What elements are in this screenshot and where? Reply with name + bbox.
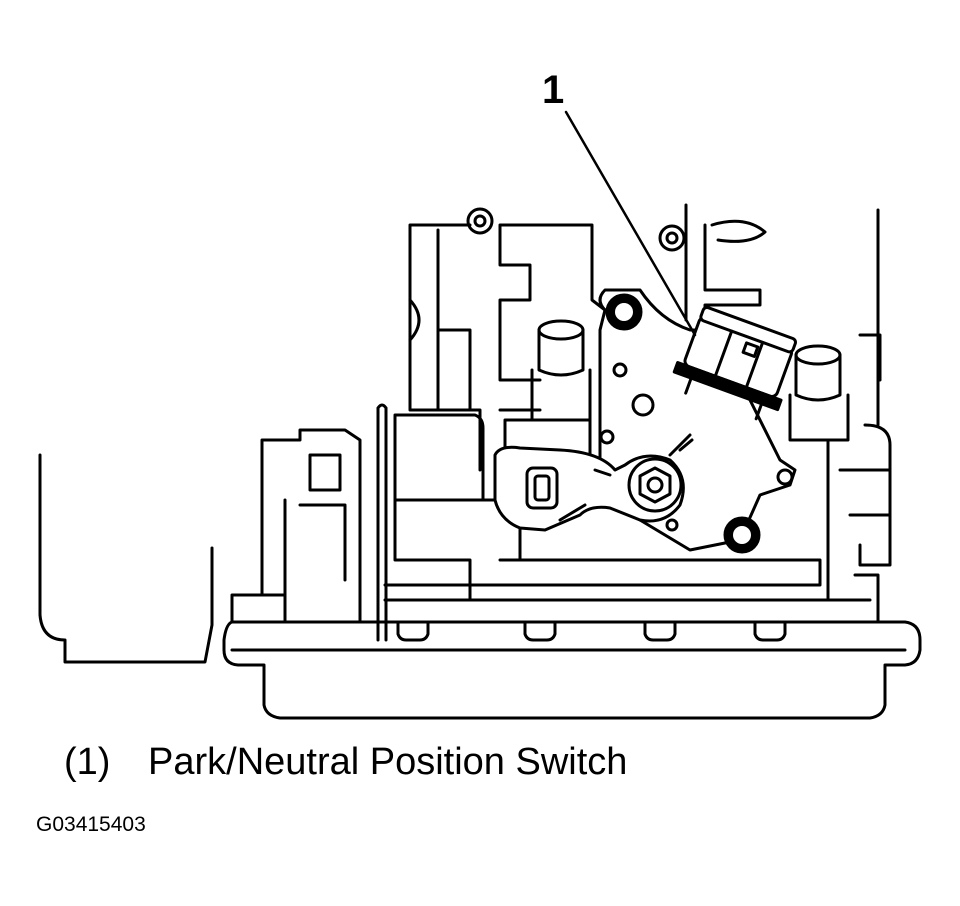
manual-shaft-nut: [627, 457, 683, 513]
bolt-hole-top-right-inner: [665, 231, 679, 245]
housing-outline-left: [38, 453, 214, 664]
solenoid-right: [788, 344, 850, 442]
separator-plate: [376, 403, 388, 642]
oil-pan: [222, 620, 922, 720]
park-neutral-position-switch: [672, 305, 797, 421]
detent-spring: [668, 433, 694, 457]
plate-hole-1: [612, 362, 628, 378]
solenoid-left: [530, 319, 592, 422]
legend-label: Park/Neutral Position Switch: [148, 741, 628, 783]
mounting-bolt-bottom: [723, 516, 761, 554]
lower-rail: [383, 558, 872, 602]
left-casting: [230, 428, 362, 624]
right-housing: [826, 208, 892, 624]
transmission-valve-body-drawing: [38, 110, 922, 720]
figure-id: G03415403: [36, 813, 146, 836]
mounting-bolt-top: [605, 293, 643, 331]
plate-hole-2: [631, 393, 655, 417]
legend-number: (1): [64, 741, 111, 783]
left-casting-detail: [308, 453, 342, 492]
callout-number-1: 1: [542, 68, 565, 112]
bolt-hole-top-left: [466, 207, 494, 235]
plate-hole-5: [776, 468, 794, 486]
callout-leader-line: [564, 110, 697, 337]
upper-rails: [684, 203, 767, 332]
bolt-hole-top-left-inner: [473, 214, 487, 228]
pan-bolt-tabs: [396, 620, 787, 642]
plate-hole-3: [599, 429, 615, 445]
valve-body-upper: [408, 223, 607, 472]
legend: (1) Park/Neutral Position Switch: [64, 741, 628, 784]
center-block: [393, 413, 485, 502]
bolt-hole-top-right: [658, 224, 686, 252]
plate-hole-4: [665, 518, 679, 532]
